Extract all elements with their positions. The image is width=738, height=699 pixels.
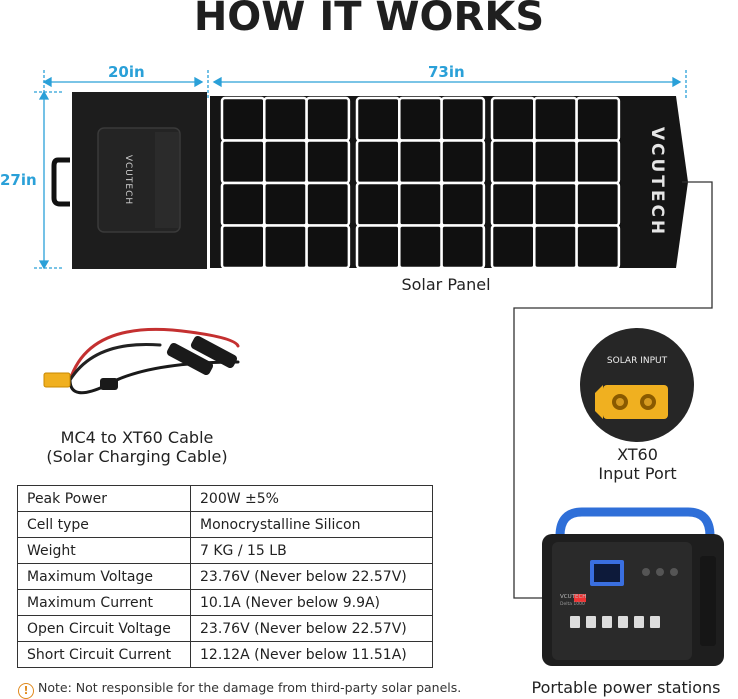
- spec-key: Maximum Voltage: [17, 563, 191, 590]
- solar-cell: [533, 96, 578, 142]
- spec-value: 12.12A (Never below 11.51A): [190, 641, 433, 668]
- spec-value: 23.76V (Never below 22.57V): [190, 615, 433, 642]
- station-logo: VCUTECH: [560, 594, 586, 600]
- solar-cell: [490, 224, 536, 270]
- panel-carry-case: VCUTECH: [51, 92, 207, 269]
- solar-cell: [440, 96, 486, 142]
- solar-cell: [305, 139, 351, 185]
- solar-cell: [440, 181, 486, 227]
- solar-cell: [263, 224, 308, 270]
- solar-cell: [355, 96, 401, 142]
- svg-text:VCUTECH: VCUTECH: [123, 155, 133, 205]
- connection-wire: [513, 181, 713, 599]
- port-caption-line2: Input Port: [598, 464, 677, 483]
- solar-cell: [220, 139, 266, 185]
- solar-cell: [220, 224, 266, 270]
- solar-cell: [533, 181, 578, 227]
- solar-panel-body: VCUTECH: [210, 96, 688, 270]
- solar-cell: [575, 96, 621, 142]
- mc4-cable-icon: [43, 327, 240, 395]
- solar-cell: [220, 96, 266, 142]
- spec-value: 7 KG / 15 LB: [190, 537, 433, 564]
- spec-key: Cell type: [17, 511, 191, 538]
- power-station-icon: VCUTECH Delta 1000: [542, 507, 724, 666]
- solar-cell: [533, 224, 578, 270]
- solar-cell: [398, 224, 443, 270]
- solar-cell: [355, 139, 401, 185]
- note-text: Note: Not responsible for the damage fro…: [38, 680, 462, 695]
- solar-cell: [263, 139, 308, 185]
- solar-cell: [440, 224, 486, 270]
- page-title: HOW IT WORKS: [193, 0, 545, 40]
- port-caption-line1: XT60: [617, 445, 658, 464]
- solar-cell: [490, 96, 536, 142]
- solar-cell: [355, 224, 401, 270]
- solar-panel-caption: Solar Panel: [401, 275, 491, 294]
- spec-value: Monocrystalline Silicon: [190, 511, 433, 538]
- spec-key: Short Circuit Current: [17, 641, 191, 668]
- cable-caption-line2: (Solar Charging Cable): [46, 447, 228, 466]
- spec-value: 200W ±5%: [190, 485, 433, 512]
- solar-cell: [305, 224, 351, 270]
- spec-key: Peak Power: [17, 485, 191, 512]
- solar-cell: [490, 139, 536, 185]
- solar-cell: [263, 96, 308, 142]
- spec-value: 10.1A (Never below 9.9A): [190, 589, 433, 616]
- solar-input-label: SOLAR INPUT: [606, 356, 668, 366]
- solar-cell: [575, 224, 621, 270]
- solar-cell: [398, 181, 443, 227]
- station-model: Delta 1000: [560, 601, 585, 607]
- svg-text:VCUTECH: VCUTECH: [647, 127, 667, 237]
- solar-cell: [490, 181, 536, 227]
- solar-cell: [263, 181, 308, 227]
- dimension-lines: [34, 70, 687, 270]
- solar-cell: [220, 181, 266, 227]
- spec-key: Maximum Current: [17, 589, 191, 616]
- solar-cell: [398, 96, 443, 142]
- height-label: 27in: [0, 171, 37, 189]
- xt60-port-icon: [580, 328, 694, 442]
- solar-cell: [305, 96, 351, 142]
- spec-value: 23.76V (Never below 22.57V): [190, 563, 433, 590]
- case-width-label: 20in: [108, 63, 145, 81]
- warning-icon: !: [18, 683, 34, 699]
- panel-width-label: 73in: [428, 63, 465, 81]
- solar-cell: [440, 139, 486, 185]
- solar-cell: [305, 181, 351, 227]
- solar-cell: [533, 139, 578, 185]
- spec-key: Weight: [17, 537, 191, 564]
- solar-cell: [398, 139, 443, 185]
- solar-cell: [355, 181, 401, 227]
- port-caption: XT60 Input Port: [565, 445, 710, 483]
- note: ! Note: Not responsible for the damage fr…: [18, 680, 461, 699]
- spec-key: Open Circuit Voltage: [17, 615, 191, 642]
- cable-caption-line1: MC4 to XT60 Cable: [60, 428, 214, 447]
- solar-cell: [575, 139, 621, 185]
- power-station-caption: Portable power stations: [531, 678, 721, 697]
- cable-caption: MC4 to XT60 Cable (Solar Charging Cable): [22, 428, 252, 466]
- solar-cell: [575, 181, 621, 227]
